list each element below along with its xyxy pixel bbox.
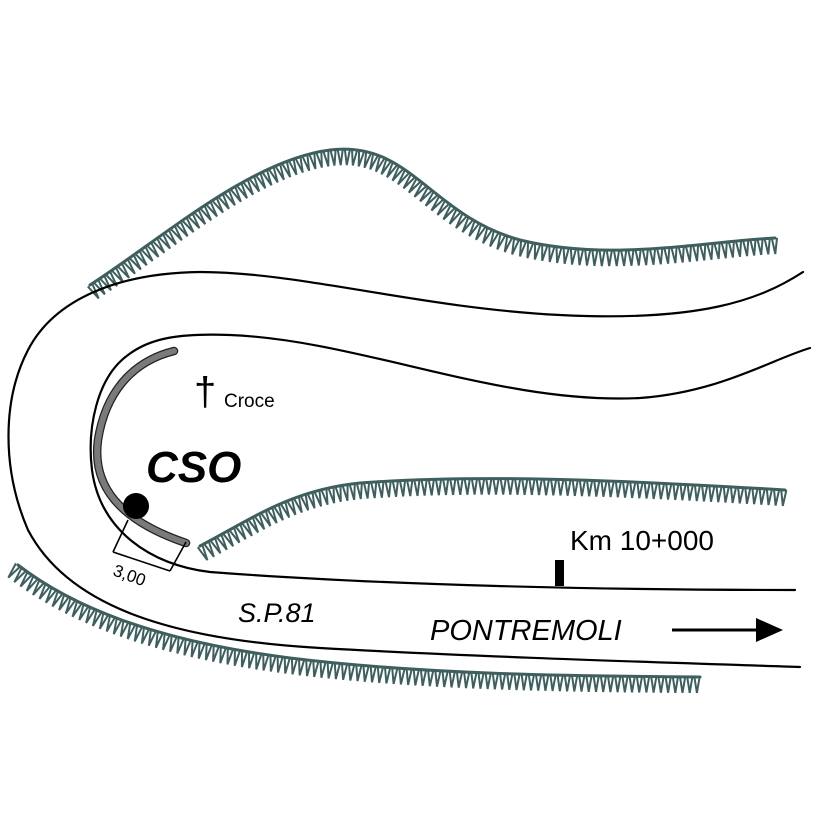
km-marker-label: Km 10+000 (570, 525, 714, 556)
guardrail[interactable] (94, 348, 189, 546)
road-inner-edge (89, 333, 812, 592)
cso-label: CSO (146, 443, 241, 492)
embankment-middle-line (198, 477, 787, 548)
embankment-middle-teeth (196, 478, 788, 561)
embankment-top-line (88, 147, 777, 287)
destination-label: PONTREMOLI (430, 615, 622, 647)
km-post-icon[interactable] (555, 560, 564, 586)
road-name-label: S.P.81 (238, 598, 316, 628)
embankment-top-teeth (87, 148, 778, 300)
collision-point-icon[interactable] (123, 493, 149, 519)
dimension-tick-right (169, 541, 187, 572)
dimension-tick-left (112, 519, 129, 553)
distance-label: 3,00 (111, 561, 149, 590)
road-outer-edge (7, 270, 805, 669)
dimension-line (112, 551, 171, 572)
latin-cross-icon: † (194, 370, 216, 414)
embankments (7, 147, 788, 694)
croce-label: Croce (224, 391, 275, 412)
embankment-bottom-teeth (7, 562, 701, 694)
